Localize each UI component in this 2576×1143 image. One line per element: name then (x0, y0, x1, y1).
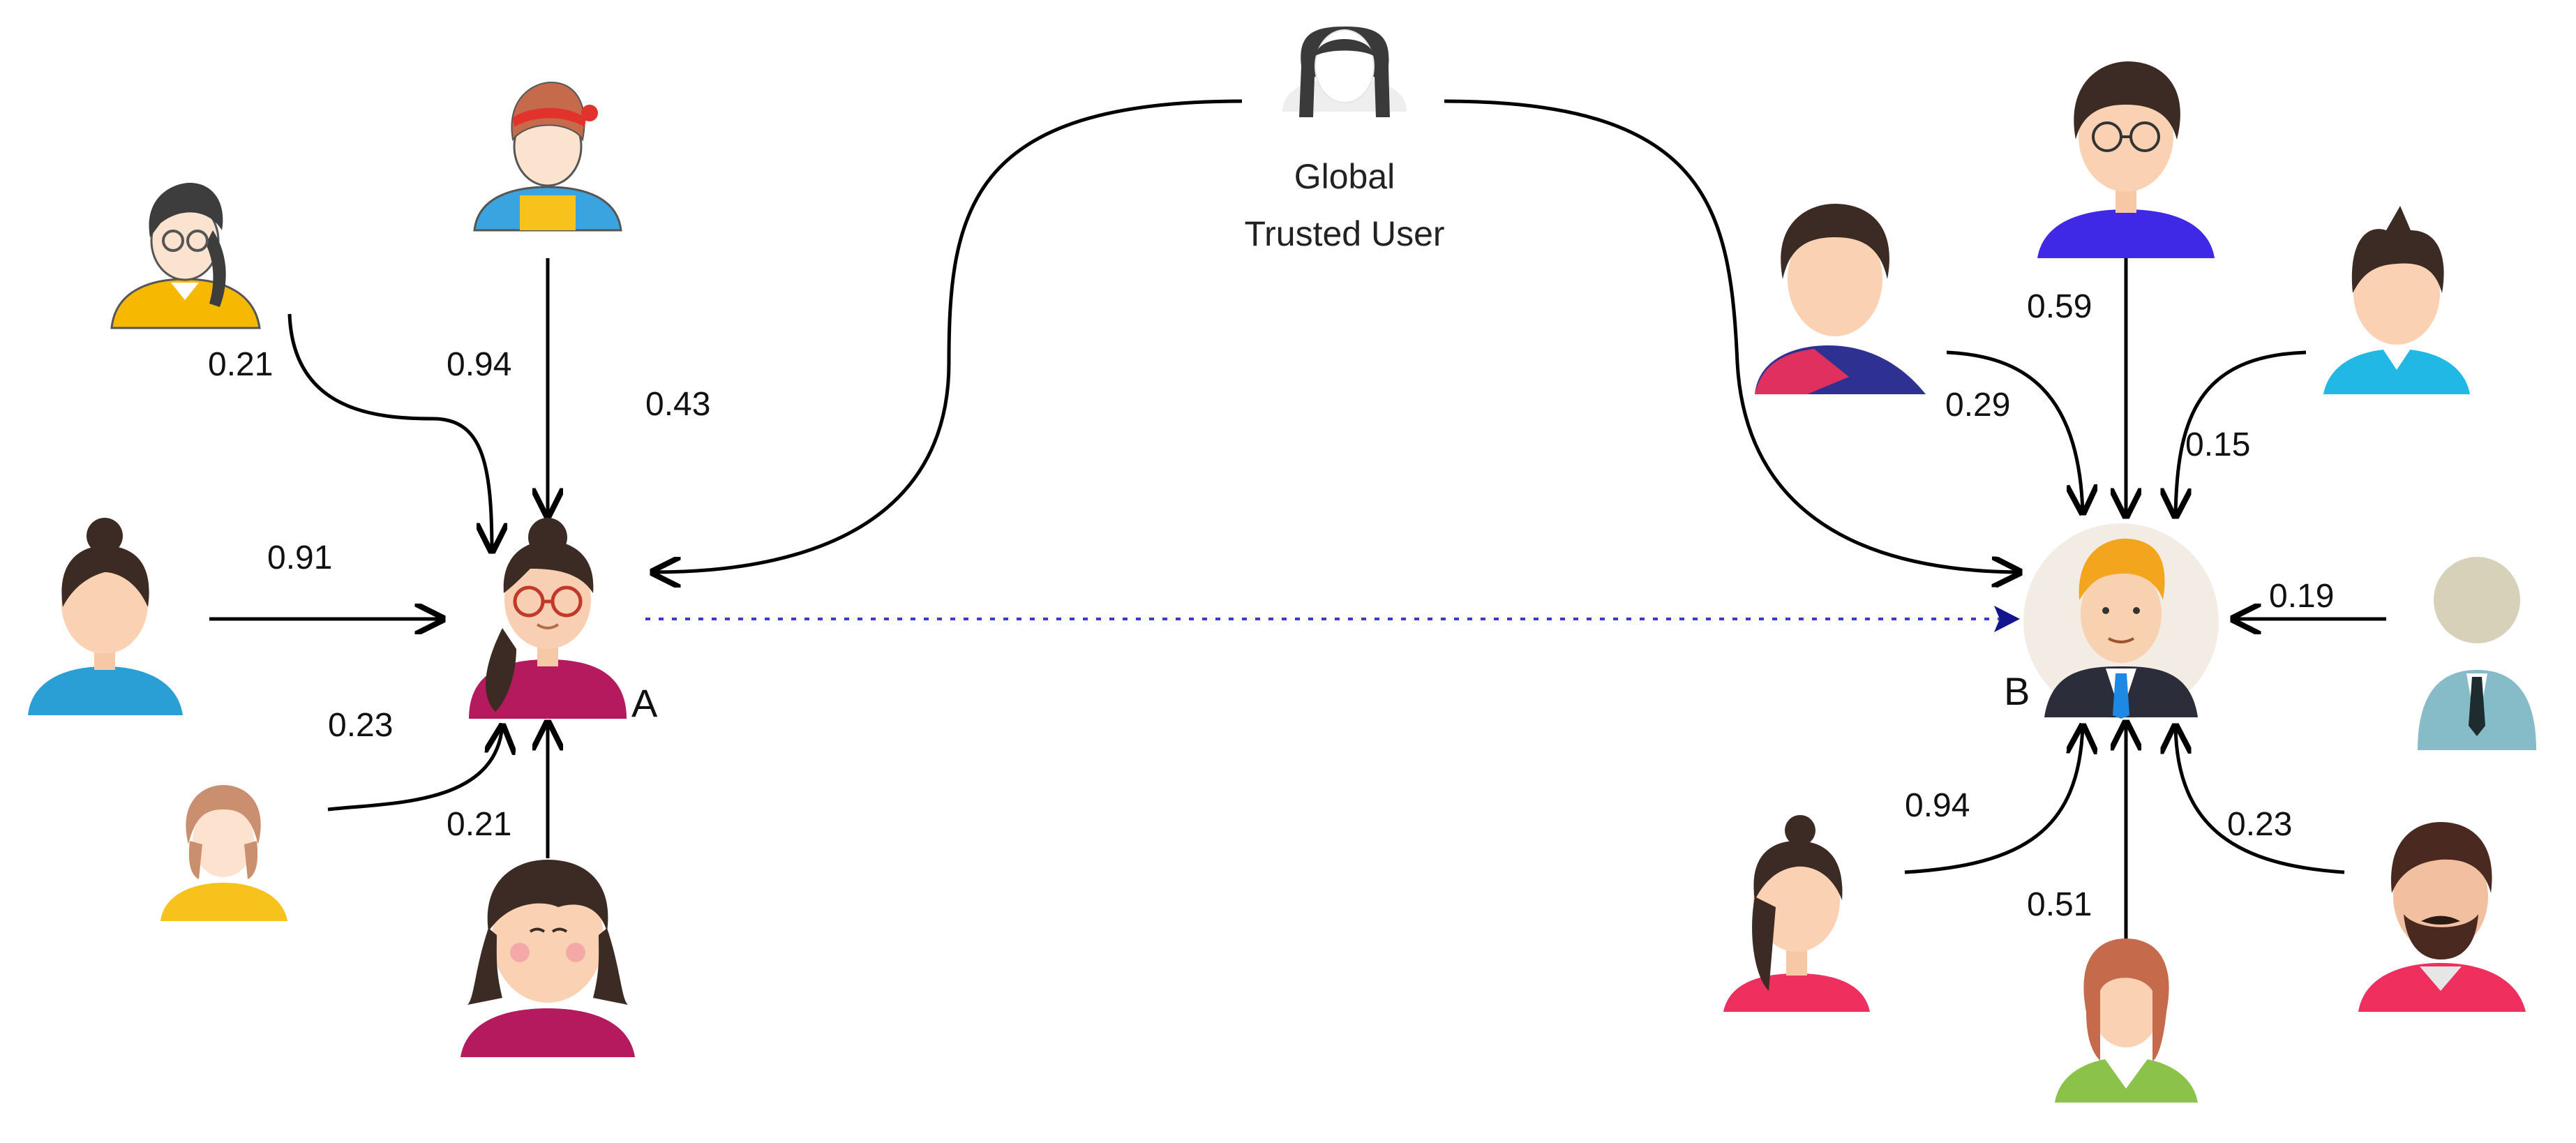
edge-a-from-global (652, 99, 1243, 572)
node-a: A (469, 518, 658, 725)
small-woman-avatar-icon (160, 785, 287, 921)
weight-label: 0.23 (2227, 806, 2292, 843)
global-user-label-line2: Trusted User (1244, 214, 1444, 253)
weight-label: 0.51 (2027, 886, 2092, 923)
saree-woman-avatar-icon (1755, 204, 1926, 394)
node-a-label: A (631, 681, 658, 725)
weight-label: 0.15 (2185, 426, 2250, 463)
spiky-man-avatar-icon (2323, 206, 2470, 394)
node-b-avatar-icon (2023, 523, 2219, 719)
glasses-boy-avatar-icon (2037, 61, 2215, 258)
edge-b-from-spiky-man (2176, 350, 2307, 516)
global-user-avatar-icon (1282, 27, 1407, 117)
global-trusted-user: Global Trusted User (1244, 27, 1445, 253)
weight-label: 0.43 (645, 386, 710, 423)
edge-labels: 0.21 0.94 0.43 0.91 0.23 0.21 0.59 0.29 … (208, 288, 2334, 923)
dotted-link-arrowhead (1994, 606, 2020, 632)
glasses-woman-avatar-icon (110, 183, 261, 329)
node-b: B (2004, 523, 2219, 719)
weight-label: 0.94 (447, 346, 511, 383)
node-b-label: B (2004, 669, 2030, 713)
green-woman-avatar-icon (2055, 939, 2198, 1103)
edge-b-from-global (1444, 99, 2020, 572)
bun-woman-left-avatar-icon (28, 518, 183, 715)
weight-label: 0.19 (2269, 578, 2334, 615)
weight-label: 0.91 (267, 539, 332, 576)
edges (209, 99, 2386, 939)
headband-woman-avatar-icon (473, 81, 622, 232)
edge-b-from-bun-woman-right (1904, 726, 2083, 874)
edge-b-from-beard-man (2176, 726, 2345, 874)
girl-bottom-avatar-icon (460, 860, 635, 1057)
beard-man-avatar-icon (2358, 822, 2526, 1012)
node-a-avatar-icon (469, 518, 627, 719)
weight-label: 0.94 (1905, 787, 1970, 824)
edge-a-from-glasses-woman (287, 313, 492, 551)
weight-label: 0.21 (447, 806, 511, 843)
weight-label: 0.21 (208, 346, 273, 383)
edge-b-from-saree-woman (1946, 350, 2083, 513)
weight-label: 0.23 (328, 707, 393, 744)
businessman-avatar-icon (2418, 557, 2536, 750)
global-user-label-line1: Global (1294, 157, 1395, 196)
bun-woman-right-avatar-icon (1723, 815, 1870, 1012)
weight-label: 0.29 (1945, 387, 2010, 424)
weight-label: 0.59 (2027, 288, 2092, 325)
edge-a-from-small-woman (327, 726, 502, 812)
